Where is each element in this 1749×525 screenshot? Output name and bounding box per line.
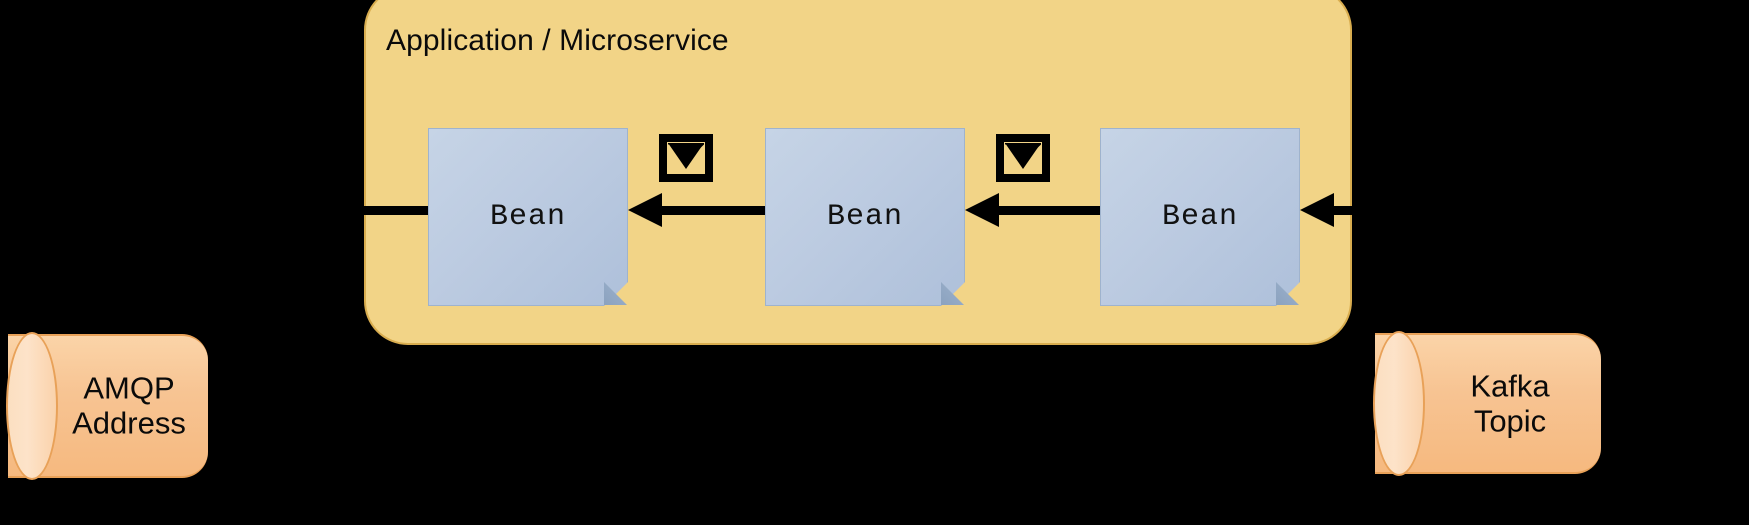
bean-label: Bean: [489, 200, 566, 234]
arrow-line-bean1-to-amqp: [320, 206, 432, 215]
cylinder-cap: [6, 332, 58, 480]
envelope-body: [659, 134, 713, 182]
amqp-label-line2: Address: [72, 406, 186, 441]
bean-label: Bean: [826, 200, 903, 234]
kafka-topic-cylinder[interactable]: Kafka Topic: [1373, 331, 1601, 476]
bean-box[interactable]: Bean: [428, 128, 628, 306]
arrow-line-bean2-to-bean1: [648, 206, 765, 215]
kafka-label-line1: Kafka: [1470, 368, 1550, 404]
envelope-icon: [659, 134, 713, 182]
amqp-label-line1: AMQP: [83, 370, 175, 406]
bean-label: Bean: [1161, 200, 1238, 234]
panel-title: Application / Microservice: [386, 24, 729, 57]
kafka-label-line2: Topic: [1473, 403, 1547, 439]
bean-box[interactable]: Bean: [1100, 128, 1300, 306]
kafka-topic-label: Kafka Topic: [1375, 368, 1601, 439]
envelope-icon: [996, 134, 1050, 182]
arrow-line-kafka-to-bean3: [1320, 206, 1440, 215]
cylinder-cap: [1373, 331, 1425, 476]
bean-box[interactable]: Bean: [765, 128, 965, 306]
amqp-address-cylinder[interactable]: AMQP Address: [6, 332, 208, 480]
amqp-address-label: AMQP Address: [8, 371, 208, 442]
envelope-body: [996, 134, 1050, 182]
arrow-line-bean3-to-bean2: [985, 206, 1100, 215]
